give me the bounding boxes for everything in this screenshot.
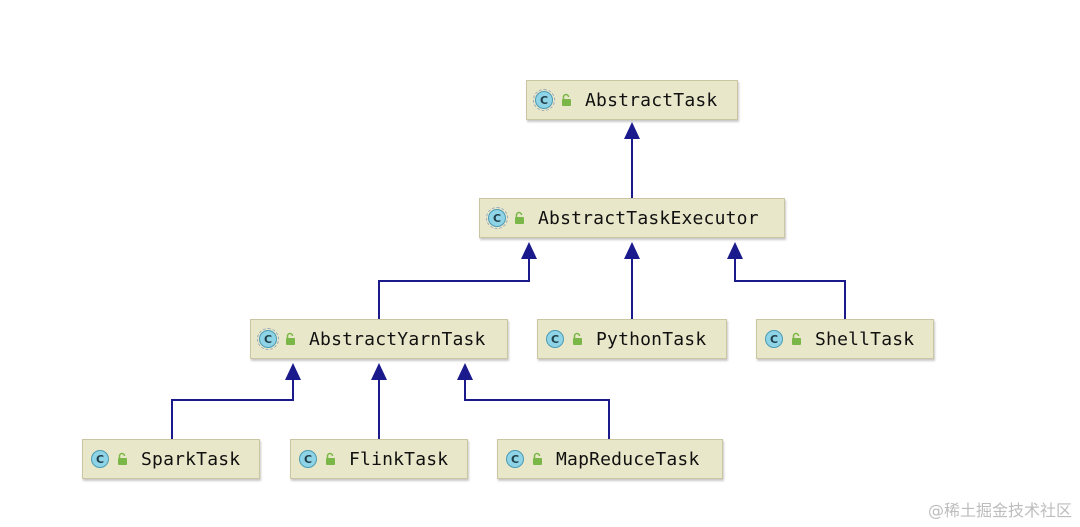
class-name: AbstractTask [585, 89, 718, 111]
class-icon: C [506, 450, 524, 468]
unlocked-icon [562, 93, 571, 106]
arrowhead-mapreduce-task-to-abstract-yarn-task [457, 363, 473, 380]
unlocked-icon [792, 332, 801, 345]
unlocked-icon [286, 332, 295, 345]
unlocked-icon [515, 211, 524, 224]
class-icon: C [91, 450, 109, 468]
watermark: @稀土掘金技术社区 [927, 501, 1072, 520]
class-node-flink-task[interactable]: C FlinkTask [290, 439, 468, 479]
class-icon: C [546, 330, 564, 348]
class-icon: C [299, 450, 317, 468]
class-node-python-task[interactable]: C PythonTask [537, 319, 727, 359]
class-name: FlinkTask [349, 448, 449, 470]
arrowhead-flink-task-to-abstract-yarn-task [371, 363, 387, 380]
class-name: PythonTask [596, 328, 707, 350]
class-node-shell-task[interactable]: C ShellTask [756, 319, 934, 359]
class-icon: C [765, 330, 783, 348]
class-node-mapreduce-task[interactable]: C MapReduceTask [497, 439, 723, 479]
arrowhead-abstract-task-executor-to-abstract-task [624, 122, 640, 139]
class-name: AbstractTaskExecutor [538, 207, 759, 229]
unlocked-icon [573, 332, 582, 345]
class-node-abstract-yarn-task[interactable]: C AbstractYarnTask [250, 319, 508, 359]
arrowhead-python-task-to-abstract-task-executor [624, 242, 640, 259]
class-node-abstract-task[interactable]: C AbstractTask [526, 80, 738, 120]
arrowhead-spark-task-to-abstract-yarn-task [285, 363, 301, 380]
class-icon: C [533, 89, 555, 111]
unlocked-icon [533, 452, 542, 465]
class-name: SparkTask [141, 448, 241, 470]
arrowhead-abstract-yarn-task-to-abstract-task-executor [521, 242, 537, 259]
inheritance-edge-abstract-yarn-task-to-abstract-task-executor [378, 258, 530, 319]
class-icon: C [257, 328, 279, 350]
unlocked-icon [326, 452, 335, 465]
class-icon: C [486, 207, 508, 229]
class-name: MapReduceTask [556, 448, 700, 470]
class-node-abstract-task-executor[interactable]: C AbstractTaskExecutor [479, 198, 785, 238]
inheritance-edge-spark-task-to-abstract-yarn-task [171, 379, 294, 439]
class-node-spark-task[interactable]: C SparkTask [82, 439, 260, 479]
unlocked-icon [118, 452, 127, 465]
inheritance-edge-shell-task-to-abstract-task-executor [734, 258, 846, 319]
inheritance-edge-mapreduce-task-to-abstract-yarn-task [464, 379, 610, 439]
class-name: AbstractYarnTask [309, 328, 486, 350]
arrowhead-shell-task-to-abstract-task-executor [727, 242, 743, 259]
class-name: ShellTask [815, 328, 915, 350]
